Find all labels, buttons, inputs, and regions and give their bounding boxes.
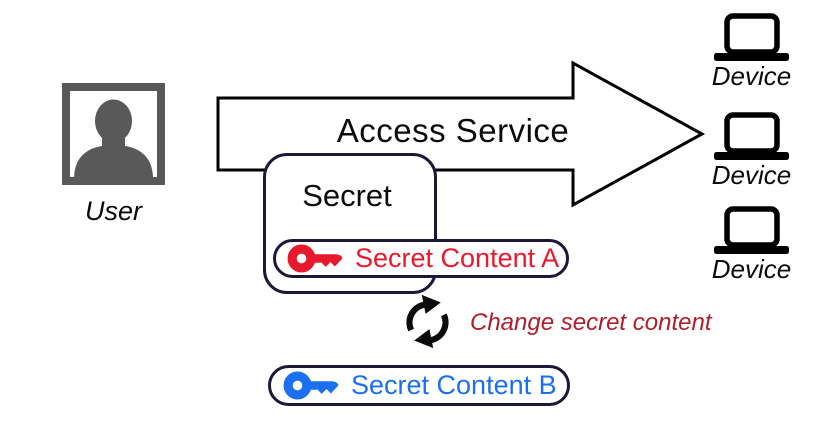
secret-content-a-pill: Secret Content A xyxy=(273,239,569,278)
laptop-icon xyxy=(714,206,789,254)
change-secret-caption: Change secret content xyxy=(470,309,712,336)
cycle-arrows-icon xyxy=(406,294,449,349)
user-icon xyxy=(62,83,165,185)
access-service-label: Access Service xyxy=(336,112,570,149)
user-label: User xyxy=(84,196,142,226)
device-label: Device xyxy=(711,254,792,284)
secret-content-a-label: Secret Content A xyxy=(355,243,560,273)
device-label: Device xyxy=(711,61,792,91)
key-icon xyxy=(283,371,340,400)
device-label: Device xyxy=(711,160,792,190)
laptop-icon xyxy=(714,13,789,61)
secret-title: Secret xyxy=(302,178,392,213)
secret-content-b-pill: Secret Content B xyxy=(268,365,570,406)
key-icon xyxy=(287,244,344,273)
laptop-icon xyxy=(714,112,789,160)
secret-content-b-label: Secret Content B xyxy=(351,370,557,400)
